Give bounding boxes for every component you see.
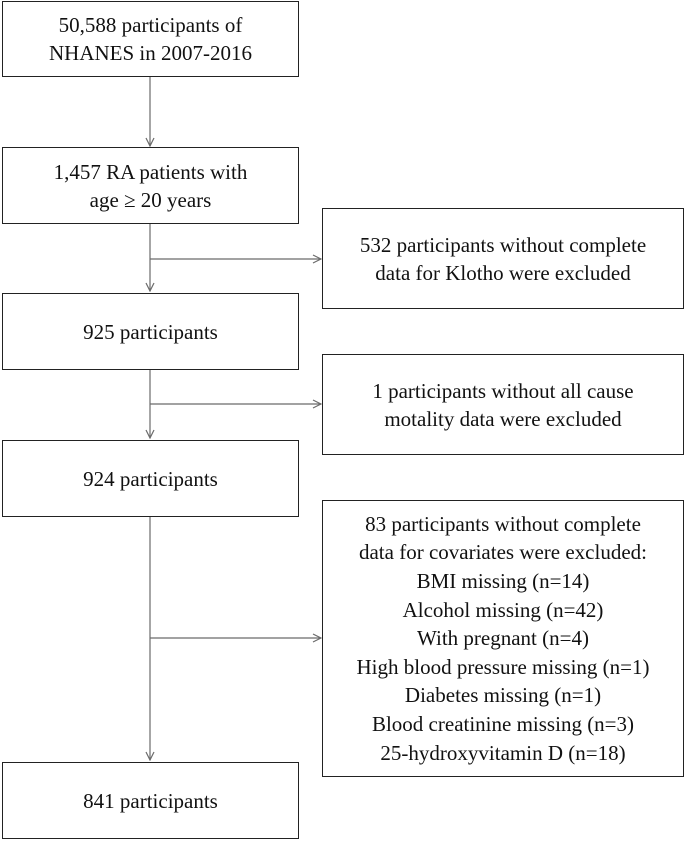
box-line: data for covariates were excluded: bbox=[358, 540, 647, 565]
box-line: Alcohol missing (n=42) bbox=[402, 597, 604, 622]
box-line: 83 participants without complete bbox=[365, 511, 641, 536]
box-924-participants: 924 participants bbox=[2, 440, 299, 517]
box-line: Diabetes missing (n=1) bbox=[404, 683, 602, 708]
box-exclusion-klotho: 532 participants without complete data f… bbox=[322, 208, 684, 309]
box-line: Blood creatinine missing (n=3) bbox=[371, 711, 635, 736]
box-line: 924 participants bbox=[83, 466, 218, 491]
box-line: 50,588 participants of bbox=[58, 13, 243, 37]
box-line: 925 participants bbox=[83, 319, 218, 344]
box-line: age ≥ 20 years bbox=[89, 187, 212, 212]
box-line: 532 participants without complete bbox=[359, 232, 647, 257]
box-line: 1,457 RA patients with bbox=[53, 159, 248, 184]
box-exclusion-mortality: 1 participants without all cause motalit… bbox=[322, 354, 684, 455]
box-line: 1 participants without all cause bbox=[372, 378, 634, 403]
box-line: NHANES in 2007-2016 bbox=[49, 41, 252, 65]
box-exclusion-covariates: 83 participants without complete data fo… bbox=[322, 500, 684, 777]
box-line: data for Klotho were excluded bbox=[375, 260, 631, 285]
box-line: 841 participants bbox=[83, 788, 218, 813]
box-line: High blood pressure missing (n=1) bbox=[356, 654, 650, 679]
box-841-participants: 841 participants bbox=[2, 762, 299, 839]
box-line: BMI missing (n=14) bbox=[416, 569, 590, 594]
box-line: 25-hydroxyvitamin D (n=18) bbox=[380, 740, 626, 765]
box-line: With pregnant (n=4) bbox=[417, 626, 589, 651]
box-ra-patients: 1,457 RA patients with age ≥ 20 years bbox=[2, 147, 299, 224]
box-line: motality data were excluded bbox=[384, 406, 622, 431]
box-925-participants: 925 participants bbox=[2, 293, 299, 370]
box-total-participants: 50,588 participants of NHANES in 2007-20… bbox=[2, 1, 299, 77]
